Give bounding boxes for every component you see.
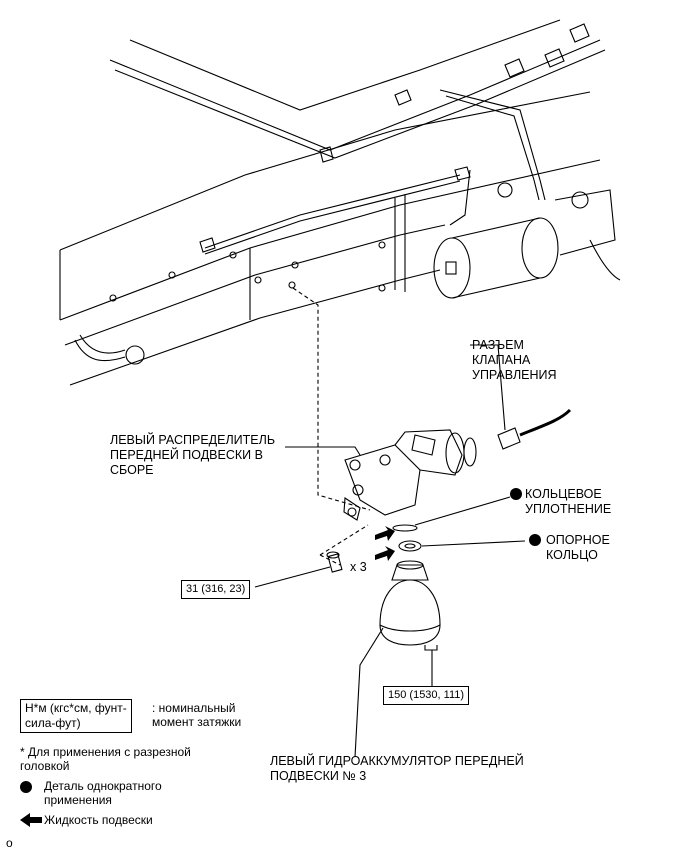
fluid-arrows: [20, 526, 395, 827]
alignment-lines: [292, 287, 371, 566]
legend-slotted-note: * Для применения с разрезной головкой: [20, 745, 191, 773]
illustration-id: o: [6, 836, 13, 850]
label-backup-ring: ОПОРНОЕ КОЛЬЦО: [546, 533, 610, 562]
leader-lines: [254, 344, 526, 758]
legend-torque-unit-box: Н*м (кгс*см, фунт- сила-фут): [20, 699, 132, 733]
single-use-icon: [529, 534, 541, 546]
pump-motor: [433, 182, 621, 299]
hydraulic-tubes: [74, 19, 606, 365]
legend-fluid: Жидкость подвески: [44, 813, 153, 827]
distributor-assembly: [343, 429, 477, 521]
label-valve-connector: РАЗЪЕМ КЛАПАНА УПРАВЛЕНИЯ: [472, 338, 557, 382]
torque-box-bolt: 31 (316, 23): [181, 580, 251, 599]
rings: [392, 524, 422, 552]
legend-single-use: Деталь однократного применения: [44, 779, 162, 807]
label-distributor: ЛЕВЫЙ РАСПРЕДЕЛИТЕЛЬ ПЕРЕДНЕЙ ПОДВЕСКИ В…: [110, 433, 276, 477]
accumulator-sphere: [379, 560, 441, 651]
valve-connector: [497, 408, 572, 450]
label-bolt-qty: x 3: [350, 560, 367, 574]
legend-torque-desc: : номинальный момент затяжки: [152, 701, 242, 729]
single-use-icon: [20, 781, 32, 793]
torque-box-accumulator: 150 (1530, 111): [383, 686, 470, 705]
label-o-ring: КОЛЬЦЕВОЕ УПЛОТНЕНИЕ: [525, 487, 612, 516]
mounting-bolt: [326, 551, 343, 573]
single-use-icon: [510, 488, 522, 500]
label-accumulator: ЛЕВЫЙ ГИДРОАККУМУЛЯТОР ПЕРЕДНЕЙ ПОДВЕСКИ…: [270, 754, 524, 783]
